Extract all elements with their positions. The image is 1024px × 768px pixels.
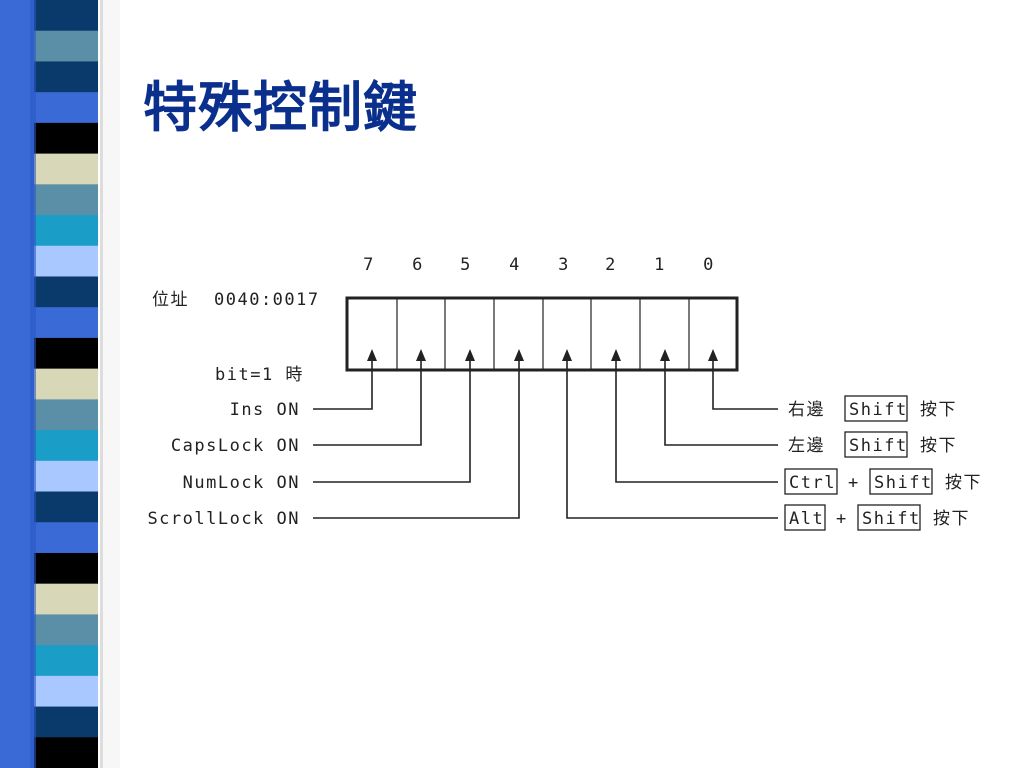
left-label-capslock: CapsLock ON (171, 436, 300, 456)
left-label-numlock: NumLock ON (183, 473, 300, 493)
bit-number: 3 (558, 255, 570, 275)
bit-number: 7 (363, 255, 375, 275)
arrowhead (465, 349, 475, 361)
condition-label: bit=1 時 (215, 365, 304, 385)
left-label-ins: Ins ON (230, 400, 300, 420)
right-label-suffix: 按下 (933, 509, 970, 529)
arrowhead (708, 349, 718, 361)
right-label-alt-shift: Alt + Shift 按下 (784, 504, 970, 531)
ctrl-key-box (784, 468, 838, 495)
right-label-prefix: 左邊 (788, 436, 825, 456)
right-label-suffix: 按下 (920, 400, 957, 420)
shift-key-box (844, 431, 908, 458)
right-connectors (566, 357, 778, 519)
shift-key-box (844, 395, 908, 422)
left-label-scrolllock: ScrollLock ON (147, 509, 300, 529)
arrowhead (416, 349, 426, 361)
arrowhead (514, 349, 524, 361)
right-label-left-shift: 左邊 Shift 按下 (788, 431, 957, 458)
plus-sign: + (848, 473, 860, 493)
arrowheads (367, 349, 718, 361)
key-label: Shift (874, 473, 933, 493)
arrowhead (660, 349, 670, 361)
address-value: 0040:0017 (214, 290, 320, 310)
right-label-ctrl-shift: Ctrl + Shift 按下 (784, 468, 982, 495)
alt-key-box (784, 504, 826, 531)
address-label: 位址 (152, 290, 189, 310)
key-label: Alt (789, 509, 824, 529)
bit-number: 5 (460, 255, 472, 275)
arrowhead (611, 349, 621, 361)
bit-number: 1 (654, 255, 666, 275)
key-label: Shift (849, 436, 908, 456)
key-label: Shift (849, 400, 908, 420)
slide-title: 特殊控制鍵 (143, 75, 418, 139)
arrowhead (367, 349, 377, 361)
right-label-suffix: 按下 (920, 436, 957, 456)
shift-key-box (857, 504, 921, 531)
bit-number: 0 (703, 255, 715, 275)
left-connectors (313, 357, 520, 519)
bit-number: 2 (605, 255, 617, 275)
right-label-right-shift: 右邊 Shift 按下 (788, 395, 957, 422)
right-label-suffix: 按下 (945, 473, 982, 493)
right-label-prefix: 右邊 (788, 400, 825, 420)
key-label: Shift (862, 509, 921, 529)
key-label: Ctrl (789, 473, 836, 493)
bit-register-box (345, 296, 739, 372)
decorative-left-strip (0, 0, 120, 768)
bit-number: 4 (509, 255, 521, 275)
plus-sign: + (836, 509, 848, 529)
bit-number-labels: 7 6 5 4 3 2 1 0 (363, 255, 715, 275)
arrowhead (562, 349, 572, 361)
shift-key-box (869, 468, 933, 495)
bit-number: 6 (412, 255, 424, 275)
